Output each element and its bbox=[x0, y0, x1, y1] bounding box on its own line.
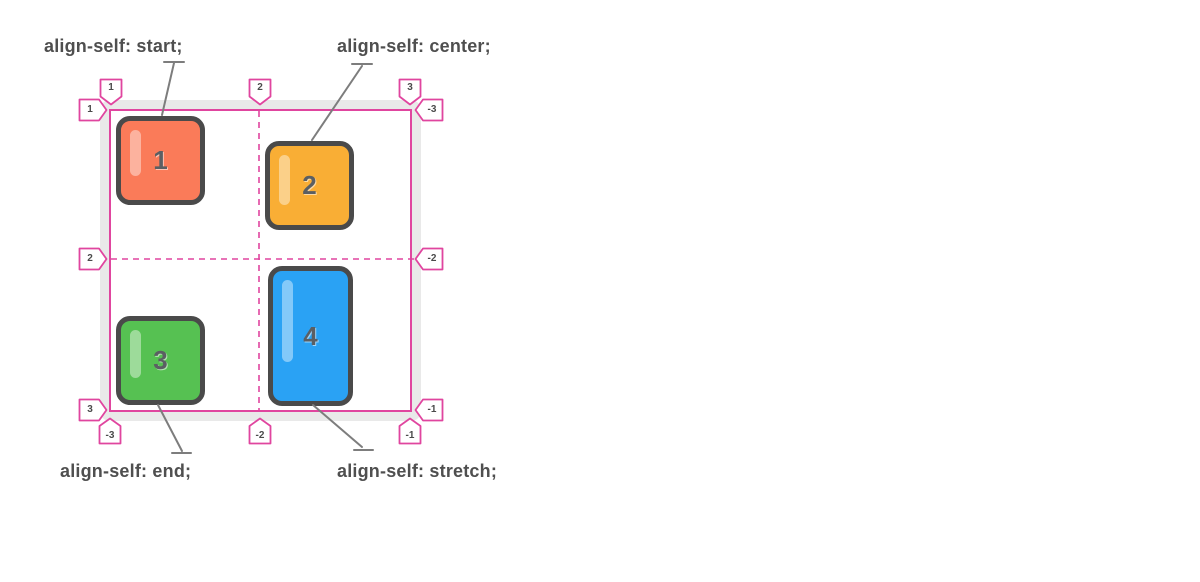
label-align-self-center: align-self: center; bbox=[337, 36, 491, 56]
item-shine-highlight bbox=[282, 280, 293, 362]
grid-line-marker-bottom-neg1: -1 bbox=[398, 417, 422, 445]
grid-line-marker-right-neg1: -1 bbox=[414, 398, 444, 422]
grid-line-marker-right-neg3: -3 bbox=[414, 98, 444, 122]
grid-line-marker-left-1: 1 bbox=[78, 98, 108, 122]
grid-line-marker-bottom-neg3: -3 bbox=[98, 417, 122, 445]
label-align-self-end: align-self: end; bbox=[60, 461, 192, 481]
grid-item-number: 3 bbox=[153, 345, 168, 375]
grid-line-marker-right-neg2: -2 bbox=[414, 247, 444, 271]
grid-line-number: -2 bbox=[255, 430, 265, 441]
grid-item-number: 1 bbox=[153, 145, 168, 175]
grid-line-number: -1 bbox=[405, 430, 415, 441]
grid-line-number: 2 bbox=[257, 82, 263, 93]
item-shine-highlight bbox=[279, 155, 290, 205]
grid-line-number: 1 bbox=[108, 82, 114, 93]
grid-line-marker-left-2: 2 bbox=[78, 247, 108, 271]
grid-line-number: 3 bbox=[87, 404, 93, 415]
grid-line-number: -1 bbox=[427, 404, 437, 415]
label-align-self-stretch: align-self: stretch; bbox=[337, 461, 498, 481]
grid-item-4: 4 bbox=[268, 266, 353, 406]
grid-line-number: 1 bbox=[87, 104, 93, 115]
grid-line-number: 3 bbox=[407, 82, 413, 93]
grid-line-marker-top-2: 2 bbox=[248, 78, 272, 106]
grid-line-marker-top-1: 1 bbox=[99, 78, 123, 106]
grid-line-marker-bottom-neg2: -2 bbox=[248, 417, 272, 445]
grid-line-number: -3 bbox=[427, 104, 437, 115]
grid-item-2: 2 bbox=[265, 141, 354, 230]
grid-line-marker-top-3: 3 bbox=[398, 78, 422, 106]
grid-item-1: 1 bbox=[116, 116, 205, 205]
grid-item-number: 2 bbox=[302, 170, 317, 200]
item-shine-highlight bbox=[130, 130, 141, 176]
grid-line-number: -2 bbox=[427, 253, 437, 264]
grid-line-number: -3 bbox=[105, 430, 115, 441]
grid-item-3: 3 bbox=[116, 316, 205, 405]
grid-item-number: 4 bbox=[303, 320, 318, 351]
item-shine-highlight bbox=[130, 330, 141, 378]
label-align-self-start: align-self: start; bbox=[44, 36, 183, 56]
grid-line-marker-left-3: 3 bbox=[78, 398, 108, 422]
grid-line-number: 2 bbox=[87, 253, 93, 264]
